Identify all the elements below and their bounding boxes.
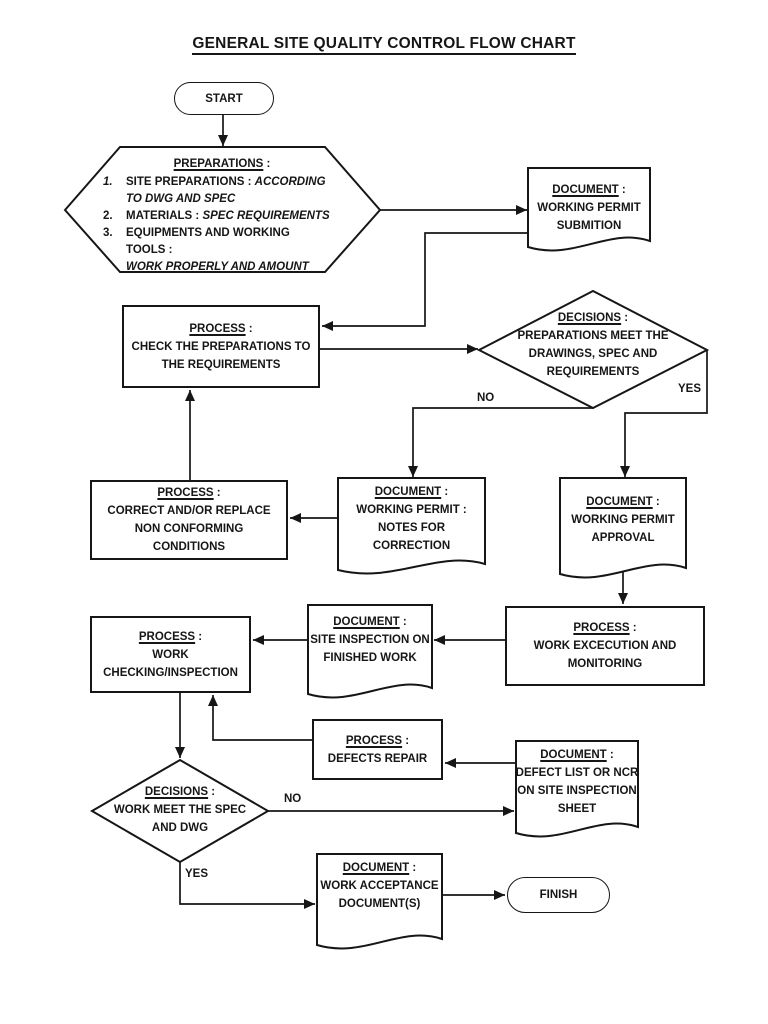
start-label: START (205, 92, 243, 105)
decision2-no-label: NO (284, 793, 302, 805)
preparation-item-2: 2. MATERIALS : SPEC REQUIREMENTS (103, 210, 330, 222)
page-title: GENERAL SITE QUALITY CONTROL FLOW CHART (0, 35, 768, 55)
work-acceptance-document: DOCUMENT : WORK ACCEPTANCE DOCUMENT(S) (320, 862, 439, 910)
working-permit-submition-document: DOCUMENT : WORKING PERMIT SUBMITION (537, 184, 641, 232)
start-terminator: START (174, 82, 274, 115)
working-permit-submition-document-shape (527, 167, 651, 252)
connector-decision2-yes-to-acceptance (179, 862, 315, 909)
work-execution-process: PROCESS : WORK EXCECUTION AND MONITORING (505, 606, 705, 686)
connector-decision-no-to-permit-notes (408, 407, 593, 477)
decision1-no-label: NO (477, 392, 495, 404)
correct-replace-process: PROCESS : CORRECT AND/OR REPLACE NON CON… (90, 480, 288, 560)
check-preparations-process: PROCESS : CHECK THE PREPARATIONS TO THE … (122, 305, 320, 388)
preparations-text: PREPARATIONS : 1. SITE PREPARATIONS : AC… (88, 155, 356, 276)
finish-label: FINISH (539, 889, 578, 901)
permit-notes-correction-document-shape (337, 477, 486, 575)
decision1-yes-label: YES (678, 383, 702, 395)
defects-repair-process: PROCESS : DEFECTS REPAIR (312, 719, 443, 780)
working-permit-approval-document: DOCUMENT : WORKING PERMIT APPROVAL (571, 496, 675, 544)
work-checking-process: PROCESS : WORK CHECKING/INSPECTION (90, 616, 251, 693)
permit-notes-correction-document: DOCUMENT : WORKING PERMIT : NOTES FOR CO… (356, 486, 467, 552)
preparations-heading: PREPARATIONS : (173, 158, 271, 170)
site-inspection-document-shape (307, 604, 433, 699)
preparations-meet-decision: DECISIONS : PREPARATIONS MEET THE DRAWIN… (517, 312, 669, 378)
decision2-yes-label: YES (185, 868, 209, 880)
connector-defects-repair-to-work-checking (208, 695, 312, 741)
work-acceptance-document-shape (316, 853, 443, 950)
site-inspection-document: DOCUMENT : SITE INSPECTION ON FINISHED W… (310, 616, 430, 664)
defect-list-ncr-document: DOCUMENT : DEFECT LIST OR NCR ON SITE IN… (515, 749, 639, 815)
connector-decision-yes-to-permit-approval (620, 350, 708, 477)
working-permit-approval-document-shape (559, 477, 687, 579)
finish-terminator: FINISH (507, 877, 610, 913)
preparation-item-3: 3. EQUIPMENTS AND WORKING TOOLS : WORK P… (103, 227, 309, 273)
preparation-item-1: 1. SITE PREPARATIONS : ACCORDING TO DWG … (103, 176, 326, 205)
defect-list-document-shape (515, 740, 639, 838)
connector-permit-submition-to-check (322, 232, 528, 331)
work-meet-spec-decision: DECISIONS : WORK MEET THE SPEC AND DWG (113, 786, 247, 834)
